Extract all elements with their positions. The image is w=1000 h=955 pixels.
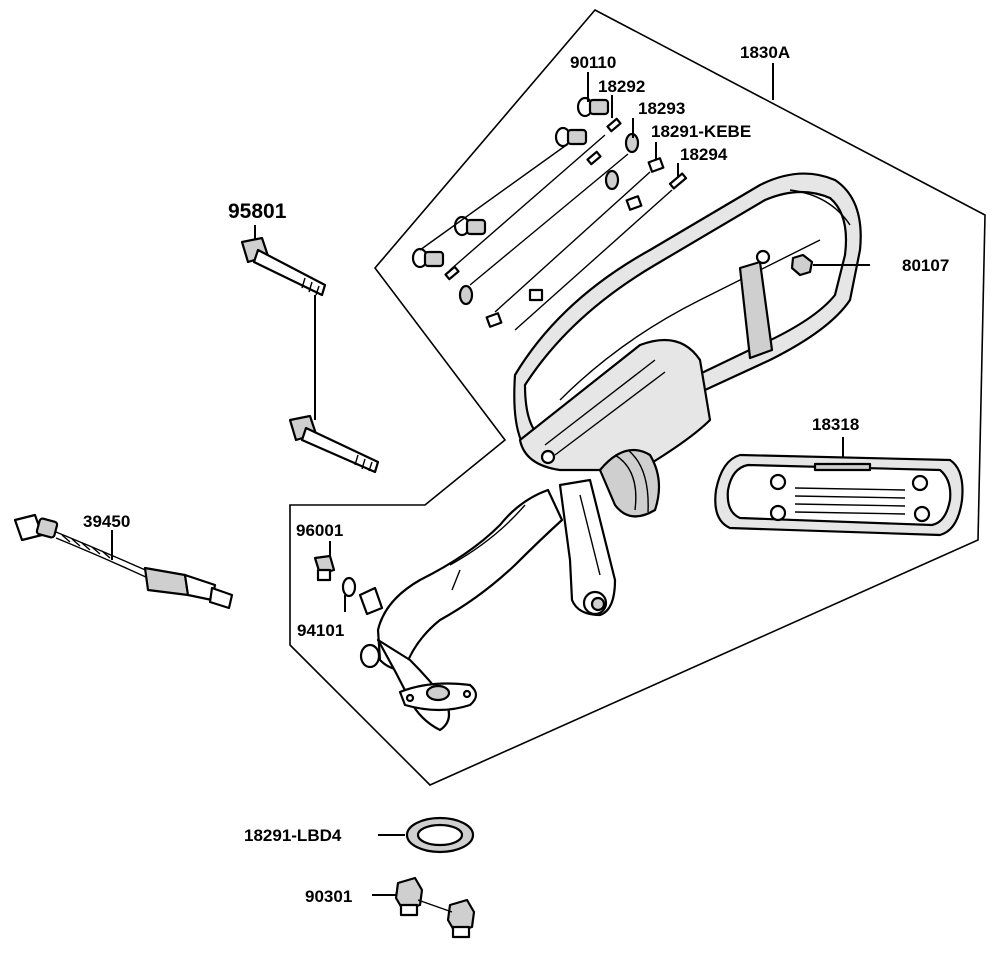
bolt-95801 xyxy=(240,236,380,474)
label-18294: 18294 xyxy=(680,145,728,164)
label-80107: 80107 xyxy=(902,256,949,275)
washer-94101 xyxy=(341,576,357,598)
leader-lines xyxy=(111,63,870,896)
assembly-frame xyxy=(289,8,986,786)
bolt-90110 xyxy=(411,96,610,269)
mounting-bracket xyxy=(558,478,617,617)
label-94101: 94101 xyxy=(297,621,344,640)
oxygen-sensor-39450 xyxy=(13,513,234,610)
label-90110: 90110 xyxy=(570,53,616,72)
label-18292: 18292 xyxy=(598,77,645,96)
label-39450: 39450 xyxy=(83,512,130,531)
label-95801: 95801 xyxy=(228,200,287,223)
part-labels: 90110 18292 18293 18291-KEBE 18294 1830A… xyxy=(83,43,949,906)
nut-90301 xyxy=(394,876,476,939)
label-18293: 18293 xyxy=(638,99,685,118)
label-18291-kebe: 18291-KEBE xyxy=(651,122,751,141)
clip-18294 xyxy=(514,172,688,331)
label-1830a: 1830A xyxy=(740,43,790,62)
label-96001: 96001 xyxy=(296,521,343,540)
heat-shield-18318 xyxy=(714,453,964,537)
gasket-18291-lbd4 xyxy=(405,816,475,854)
label-18318: 18318 xyxy=(812,415,859,434)
nut-80107 xyxy=(790,253,814,277)
label-90301: 90301 xyxy=(305,887,352,906)
gasket-18293 xyxy=(458,132,640,306)
washer-18292 xyxy=(444,117,622,281)
label-18291-lbd4: 18291-LBD4 xyxy=(244,826,342,845)
muffler-body xyxy=(513,172,862,518)
bolt-96001 xyxy=(313,554,336,582)
exhaust-pipe xyxy=(358,488,564,732)
spacer-18291-kebe xyxy=(485,157,665,328)
hardware-stack xyxy=(411,96,688,331)
